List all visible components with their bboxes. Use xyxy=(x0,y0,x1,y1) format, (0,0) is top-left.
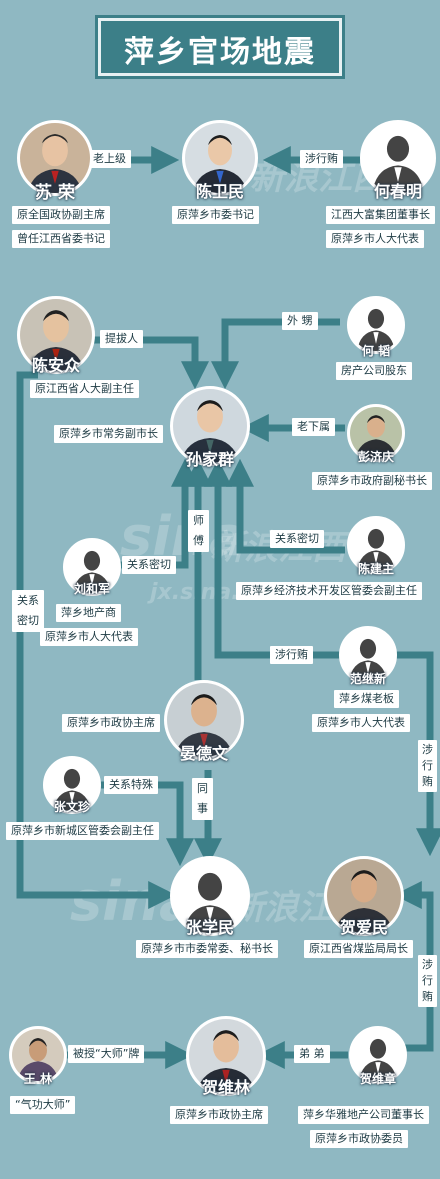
person-name: 刘和军 xyxy=(73,582,110,596)
relation-label: 涉 行 贿 xyxy=(418,955,437,1007)
avatar-silhouette xyxy=(339,626,397,684)
person-title: 原全国政协副主席 xyxy=(12,206,110,224)
title-banner: 萍乡官场地震 xyxy=(98,18,342,76)
person-sun-jiaqun: 孙家群 xyxy=(168,386,252,470)
relation-label: 老下属 xyxy=(292,418,335,436)
person-title: 原萍乡市人大代表 xyxy=(312,714,410,732)
relation-label: 关系特殊 xyxy=(104,776,158,794)
person-title: “气功大师” xyxy=(10,1096,76,1114)
person-he-weilin: 贺维林 xyxy=(184,1016,268,1100)
relation-label: 外 甥 xyxy=(282,312,318,330)
person-name: 孙家群 xyxy=(185,450,234,469)
person-title: 原萍乡市常务副市长 xyxy=(54,425,163,443)
avatar-photo xyxy=(9,1026,67,1084)
person-title: 萍乡煤老板 xyxy=(334,690,399,708)
person-peng-jiqing: 彭济庆 xyxy=(344,404,408,468)
person-name: 贺维章 xyxy=(359,1072,396,1086)
person-name: 苏 荣 xyxy=(35,183,75,203)
person-liu-hejun: 刘和军 xyxy=(62,538,122,598)
edge-chen-zhang xyxy=(16,371,177,909)
avatar-photo xyxy=(170,386,250,466)
avatar-silhouette xyxy=(347,516,405,574)
person-name: 王 林 xyxy=(23,1072,53,1086)
person-name: 贺维林 xyxy=(201,1078,250,1097)
person-name: 陈卫民 xyxy=(195,182,244,201)
avatar-silhouette xyxy=(63,538,121,596)
person-zhang-xuemin: 张学民 xyxy=(168,856,252,940)
avatar-silhouette xyxy=(43,756,101,814)
person-title: 原萍乡市人大代表 xyxy=(326,230,424,248)
relation-label: 弟 弟 xyxy=(294,1045,330,1063)
relation-label: 被授“大师”牌 xyxy=(68,1045,145,1063)
avatar-silhouette xyxy=(347,296,405,354)
avatar-photo xyxy=(17,120,93,196)
person-name: 何春明 xyxy=(373,182,422,201)
relation-label: 涉行贿 xyxy=(300,150,343,168)
page-title: 萍乡官场地震 xyxy=(124,35,316,70)
person-name: 张文珍 xyxy=(53,800,90,814)
person-he-aimin: 贺爱民 xyxy=(322,856,406,940)
edge-jianzhu-sun xyxy=(226,458,345,554)
person-title: 萍乡地产商 xyxy=(56,604,121,622)
person-yan-dewen: 晏德文 xyxy=(162,680,246,764)
relation-label: 提拔人 xyxy=(100,330,143,348)
relation-label: 师 傅 xyxy=(188,510,209,552)
avatar-photo xyxy=(347,404,405,462)
relation-label: 涉行贿 xyxy=(270,646,313,664)
person-title: 原萍乡市委书记 xyxy=(172,206,259,224)
avatar-silhouette xyxy=(360,120,436,196)
avatar-photo xyxy=(17,296,95,374)
person-he-tao: 何 韬 xyxy=(344,296,408,360)
person-title: 江西大富集团董事长 xyxy=(326,206,435,224)
person-name: 贺爱民 xyxy=(339,918,388,937)
person-chen-anzhong: 陈安众 xyxy=(14,296,98,376)
edge-liu-yan xyxy=(118,458,199,569)
person-title: 原萍乡市政协委员 xyxy=(310,1130,408,1148)
relation-label: 涉 行 贿 xyxy=(418,740,437,792)
edge-hetao-sun xyxy=(211,318,340,390)
person-title: 原萍乡市政协主席 xyxy=(170,1106,268,1124)
person-he-chunming: 何春明 xyxy=(356,120,440,201)
person-title: 曾任江西省委书记 xyxy=(12,230,110,248)
person-su-rong: 苏 荣 xyxy=(2,120,108,203)
person-name: 张学民 xyxy=(185,918,234,937)
person-wang-lin: 王 林 xyxy=(8,1026,68,1086)
person-title: 原江西省煤监局局长 xyxy=(304,940,413,958)
person-name: 陈建主 xyxy=(357,562,394,576)
person-title: 原萍乡市市委常委、秘书长 xyxy=(136,940,278,958)
person-title: 原萍乡市人大代表 xyxy=(40,628,138,646)
relation-label: 关系密切 xyxy=(270,530,324,548)
relation-label: 同 事 xyxy=(192,778,213,820)
person-name: 陈安众 xyxy=(31,356,80,375)
avatar-silhouette xyxy=(170,856,250,936)
person-name: 范继新 xyxy=(349,672,386,686)
person-title: 萍乡华雅地产公司董事长 xyxy=(298,1106,429,1124)
person-chen-weimin: 陈卫民 xyxy=(172,120,268,201)
person-name: 晏德文 xyxy=(179,744,228,763)
person-title: 原萍乡市新城区管委会副主任 xyxy=(6,822,159,840)
person-zhang-wenzhen: 张文珍 xyxy=(42,756,102,816)
person-fan-jixin: 范继新 xyxy=(336,626,400,690)
person-title: 原萍乡经济技术开发区管委会副主任 xyxy=(236,582,422,600)
person-title: 原江西省人大副主任 xyxy=(30,380,139,398)
avatar-silhouette xyxy=(349,1026,407,1084)
relation-label: 老上级 xyxy=(88,150,131,168)
relation-label: 关系 密切 xyxy=(12,590,44,632)
avatar-photo xyxy=(186,1016,266,1096)
edge-fan-sun xyxy=(204,458,340,659)
avatar-photo xyxy=(182,120,258,196)
person-name: 彭济庆 xyxy=(357,450,394,464)
avatar-photo xyxy=(164,680,244,760)
relation-label: 关系密切 xyxy=(122,556,176,574)
person-title: 原萍乡市政协主席 xyxy=(62,714,160,732)
avatar-photo xyxy=(324,856,404,936)
person-he-weizhang: 贺维章 xyxy=(346,1026,410,1090)
person-title: 原萍乡市政府副秘书长 xyxy=(312,472,432,490)
edge-zhangwz-zhang xyxy=(100,781,194,867)
person-chen-jianzhu: 陈建主 xyxy=(344,516,408,580)
person-title: 房产公司股东 xyxy=(336,362,412,380)
person-name: 何 韬 xyxy=(361,344,391,358)
